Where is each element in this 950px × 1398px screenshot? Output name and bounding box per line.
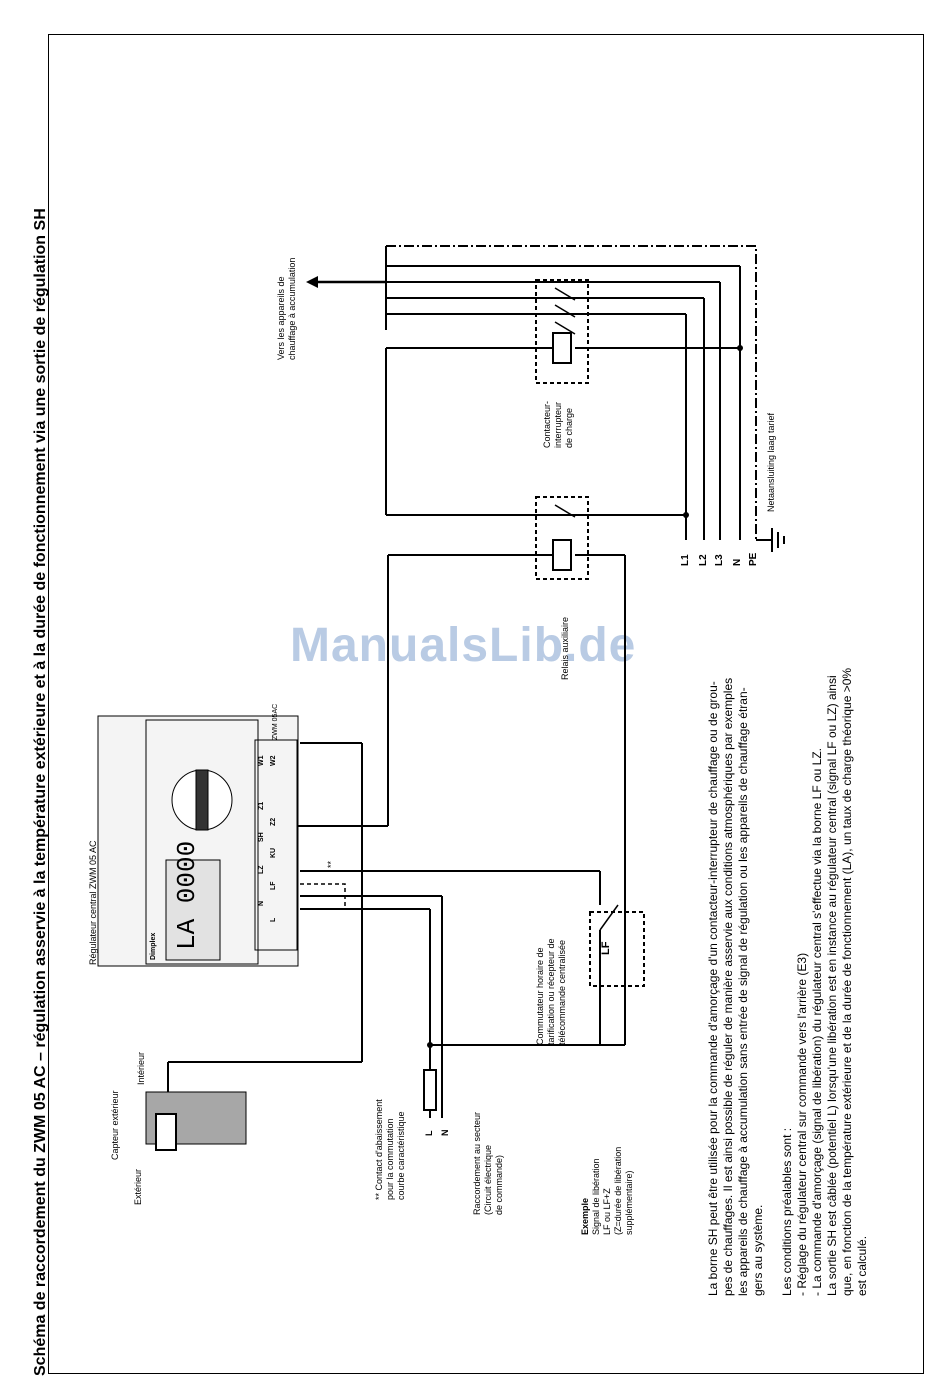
terminal-l: L — [270, 917, 277, 922]
contact-label-line2: pour la commutation — [385, 1118, 395, 1200]
timer-label: Commutateur horaire de tarification ou r… — [535, 938, 568, 1045]
mains-label-line1: Raccordement au secteur — [472, 1111, 482, 1215]
paragraph-1-line4: gers au système. — [751, 1204, 765, 1296]
mains-l-label: L — [424, 1130, 434, 1137]
example-line1: Signal de libération — [591, 1158, 601, 1235]
timer-label-line1: Commutateur horaire de — [535, 947, 545, 1045]
paragraph-1-line2: pes de chauffages. Il est ainsi possible… — [721, 677, 735, 1296]
example-line4: supplémentaire) — [624, 1170, 634, 1235]
line-label-pe: PE — [748, 552, 759, 566]
model-label: ZWM 05AC — [272, 703, 279, 740]
paragraph-2: Les conditions préalables sont : - Régla… — [780, 668, 870, 1296]
contact-label-line3: courbe caractéristique — [396, 1111, 406, 1200]
contactor-label: Contacteur- interrupteur de charge — [542, 401, 575, 448]
terminal-z2: Z2 — [270, 817, 277, 826]
terminal-ku: KU — [270, 847, 277, 858]
line-label-l1: L1 — [680, 554, 691, 566]
terminal-w1: W1 — [258, 755, 265, 767]
appliances-label-line2: chauffage à accumulation — [287, 257, 297, 360]
paragraph-2-line4: La sortie SH est câblée (potentiel L) lo… — [825, 675, 839, 1296]
display-readout: LA 0000 — [172, 840, 202, 950]
contactor-label-line3: de charge — [564, 407, 574, 448]
contactor-label-line2: interrupteur — [553, 401, 563, 448]
terminal-w2: W2 — [270, 755, 277, 767]
double-star-label: ** — [326, 860, 336, 868]
brand-label: Dimplex — [150, 932, 157, 960]
line-label-n: N — [732, 558, 743, 566]
paragraph-1: La borne SH peut être utilisée pour la c… — [706, 678, 766, 1296]
paragraph-1-line3: les appareils de chauffage à accumulatio… — [736, 687, 750, 1296]
line-label-l3: L3 — [714, 554, 725, 566]
regulator-label: Régulateur central ZWM 05 AC — [88, 840, 98, 965]
paragraph-2-line2: - Réglage du régulateur central sur comm… — [795, 952, 809, 1296]
example-title: Exemple — [580, 1197, 590, 1235]
contactor-label-line1: Contacteur- — [542, 400, 552, 448]
example-line2: LF ou LF+Z — [602, 1188, 612, 1235]
mains-label-line3: de commande) — [494, 1154, 504, 1215]
contact-label: ** Contact d'abaissement pour la commuta… — [374, 1099, 407, 1200]
mains-n-label: N — [440, 1129, 450, 1137]
example-block: Exemple Signal de libération LF ou LF+Z … — [580, 1147, 635, 1235]
netaansluiting-label: Netaansluiting laag tarief — [766, 412, 776, 512]
relay-label: Relais auxiliaire — [560, 616, 570, 680]
watermark: ManualsLib.de — [290, 619, 637, 672]
timer-label-line3: télécommande centralisée — [557, 939, 567, 1045]
paragraph-1-line1: La borne SH peut être utilisée pour la c… — [706, 681, 720, 1296]
interieur-label: Intérieur — [136, 1051, 146, 1085]
paragraph-2-line1: Les conditions préalables sont : — [780, 1127, 794, 1296]
appliances-label: Vers les appareils de chauffage à accumu… — [276, 258, 298, 360]
terminal-lz: LZ — [258, 865, 265, 874]
example-line3: (Z=durée de libération — [613, 1146, 623, 1235]
exterieur-label: Extérieur — [133, 1168, 143, 1205]
mains-label: Raccordement au secteur (Circuit électri… — [472, 1112, 505, 1215]
terminal-n: N — [258, 900, 265, 906]
paragraph-2-line5: que, en fonction de la température extér… — [840, 667, 854, 1296]
capteur-label: Capteur extérieur — [110, 1090, 120, 1160]
paragraph-2-line3: - La commande d'amorçage (signal de libé… — [810, 748, 824, 1296]
mains-label-line2: (Circuit électrique — [483, 1144, 493, 1215]
terminal-sh: SH — [258, 832, 265, 842]
paragraph-2-line6: est calculé. — [855, 1235, 869, 1296]
line-label-l2: L2 — [698, 554, 709, 566]
contact-label-line1: ** Contact d'abaissement — [374, 1099, 384, 1200]
page-frame — [48, 34, 924, 1374]
timer-label-line2: tarification ou récepteur de — [546, 938, 556, 1045]
terminal-lf: LF — [270, 881, 277, 890]
lf-switch-label: LF — [600, 941, 612, 955]
appliances-label-line1: Vers les appareils de — [276, 276, 286, 360]
terminal-z1: Z1 — [258, 801, 265, 810]
